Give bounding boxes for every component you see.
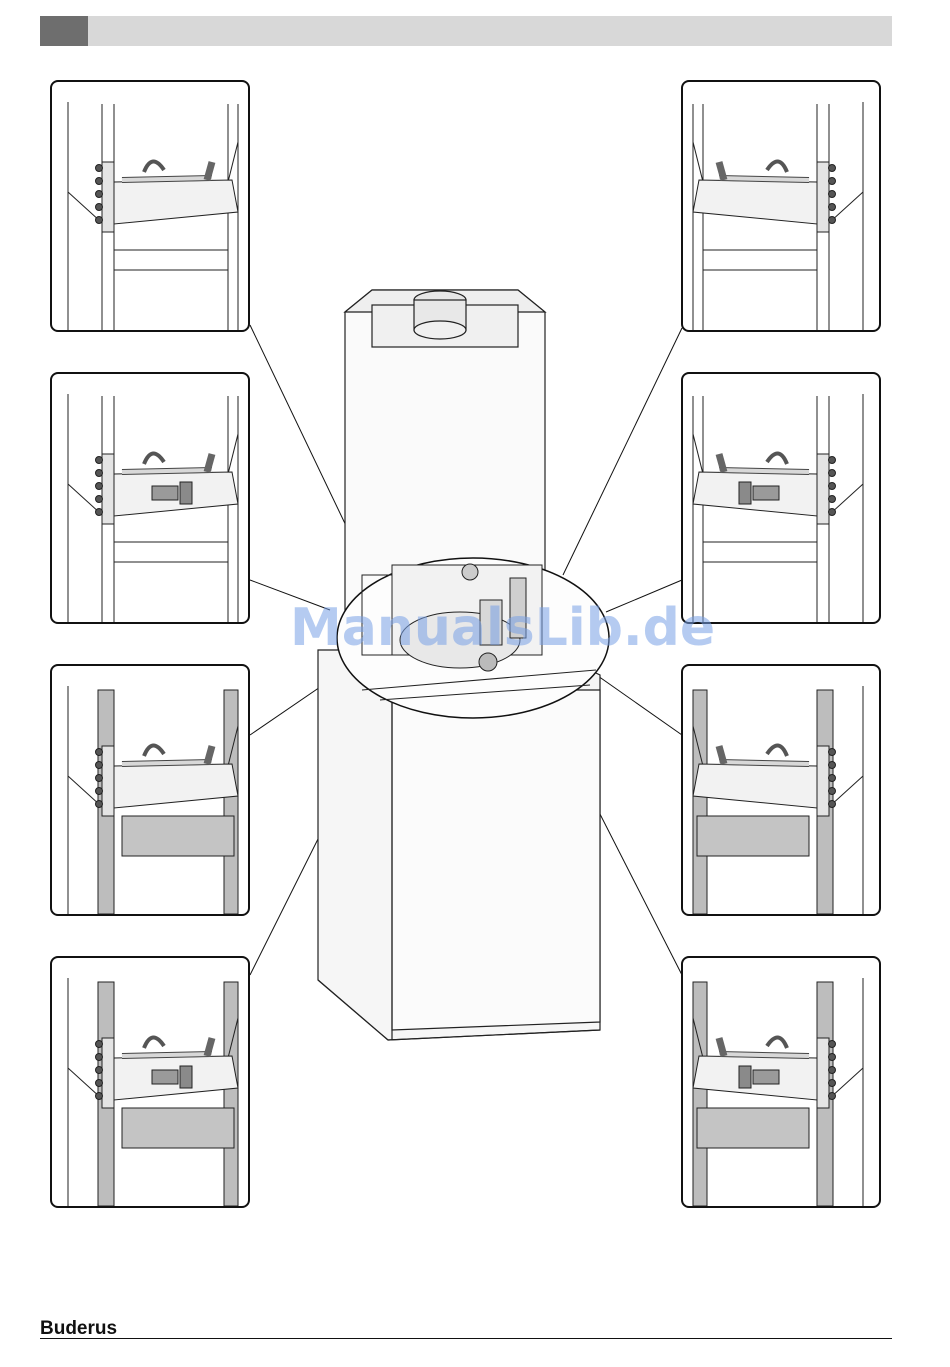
detail-panel-top-right [681, 80, 881, 332]
watermark: ManualsLib.de [290, 598, 670, 658]
panel-drawing [683, 958, 879, 1206]
panel-drawing [52, 82, 248, 330]
panel-drawing [683, 374, 879, 622]
panel-drawing [52, 958, 248, 1206]
detail-panel-top-left [50, 80, 250, 332]
panel-drawing [52, 666, 248, 914]
detail-panel-mid-left [50, 372, 250, 624]
footer-rule [40, 1338, 892, 1339]
detail-panel-lower-left [50, 664, 250, 916]
panel-drawing [683, 82, 879, 330]
detail-panel-bottom-left [50, 956, 250, 1208]
panel-drawing [52, 374, 248, 622]
detail-panel-lower-right [681, 664, 881, 916]
brand-logo: Buderus [40, 1318, 117, 1340]
detail-panel-bottom-right [681, 956, 881, 1208]
panel-drawing [683, 666, 879, 914]
detail-panel-mid-right [681, 372, 881, 624]
